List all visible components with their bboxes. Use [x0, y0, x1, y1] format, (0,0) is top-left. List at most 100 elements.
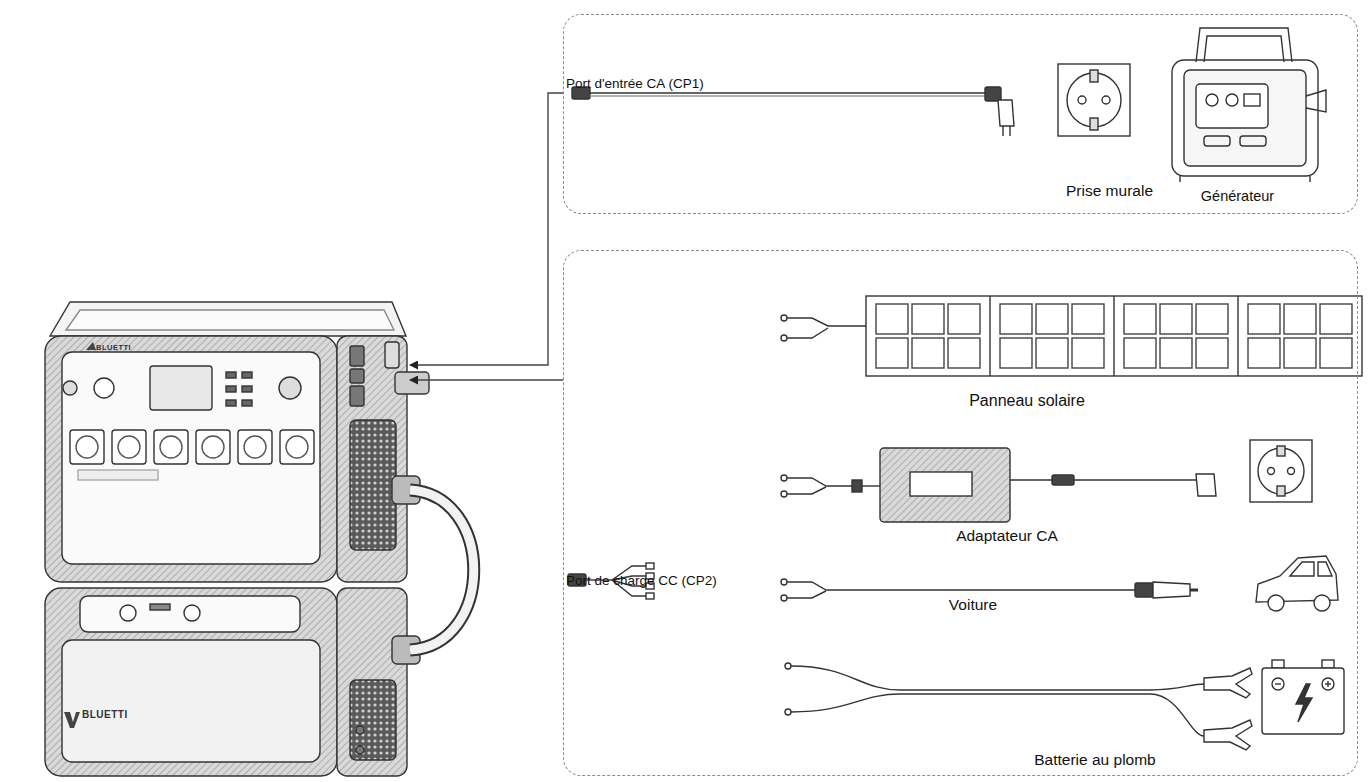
solar-panel-part	[989, 296, 990, 376]
connector-line	[410, 379, 563, 380]
generator-part	[1206, 94, 1218, 106]
generator-part	[1172, 60, 1318, 176]
power-station-part	[226, 372, 236, 378]
generator-part	[1240, 136, 1266, 146]
ac-adapter-part	[880, 448, 1010, 522]
lead-acid-battery-part	[1272, 678, 1284, 690]
wall-outlet	[1058, 64, 1130, 136]
battery-module-part	[392, 636, 420, 664]
lead-acid-battery	[1262, 660, 1344, 734]
ac-cable-part	[998, 100, 1014, 126]
car-part	[1268, 595, 1284, 611]
battery-clamps	[785, 663, 1252, 750]
node-label: Panneau solaire	[932, 392, 1122, 410]
power-station-part-part	[244, 436, 266, 458]
battery-module-part	[337, 588, 407, 776]
battery-module-part	[350, 680, 396, 760]
power-station-part	[350, 346, 364, 366]
lead-acid-battery-part	[1262, 668, 1344, 734]
solar-panel-part-part	[1000, 338, 1032, 368]
power-station-part	[350, 369, 364, 383]
wall-outlet-part	[1090, 70, 1098, 82]
ac-adapter	[781, 440, 1312, 522]
ac-adapter-part	[787, 478, 852, 486]
power-station-part	[94, 378, 114, 398]
solar-panel-part-part	[1284, 304, 1316, 334]
power-station-part-part	[286, 436, 308, 458]
cable-outline	[410, 490, 474, 650]
solar-panel	[781, 296, 1362, 376]
node-label: Port de charge CC (CP2)	[566, 573, 786, 589]
ac-cable-part	[985, 87, 1001, 101]
power-station-part-part	[154, 430, 188, 464]
car-cable-part	[787, 582, 1135, 590]
ac-adapter-part	[1268, 468, 1275, 475]
battery-module-part	[184, 605, 200, 621]
ac-adapter-part	[1277, 486, 1285, 496]
car-cable-part	[1135, 583, 1153, 597]
battery-clamps-part	[1204, 668, 1252, 698]
lead-acid-battery-part	[1327, 681, 1328, 687]
lead-acid-battery-part	[1296, 684, 1312, 722]
solar-panel-part	[1237, 296, 1238, 376]
generator-part	[1204, 36, 1284, 62]
generator-part	[1309, 176, 1310, 182]
power-station-part	[76, 436, 308, 458]
power-station-part-part	[76, 436, 98, 458]
cable-fill	[410, 490, 474, 650]
ac-adapter-part	[1196, 474, 1216, 496]
car-node: Voiture	[940, 548, 1340, 620]
solar-panel-part-part	[912, 338, 944, 368]
wall-outlet-part	[1090, 118, 1098, 130]
ac-adapter-node: Adaptateur CA	[875, 440, 1115, 548]
power-station-part	[78, 470, 158, 480]
solar-panel-part	[787, 318, 866, 326]
battery-module-part	[356, 726, 364, 734]
power-station	[45, 302, 429, 582]
car-part	[1290, 562, 1314, 576]
battery-clamps-part	[791, 694, 1204, 736]
generator-part	[1184, 70, 1306, 166]
solar-panel-part-part	[1000, 304, 1032, 334]
ac-adapter-part	[1074, 479, 1196, 480]
solar-panel-part-part	[1124, 338, 1156, 368]
dc-cable-part	[646, 593, 654, 599]
node-label: BLUETTI	[82, 709, 172, 721]
ac-cable-part	[590, 92, 985, 93]
ac-cable-part	[590, 95, 985, 96]
solar-panel-part-part	[948, 338, 980, 368]
wall-outlet-part	[1058, 64, 1130, 136]
link-cable	[410, 490, 474, 650]
ac-adapter-part	[910, 472, 972, 496]
wall-outlet-part	[1078, 96, 1086, 104]
power-station-part	[392, 476, 420, 504]
ac-adapter-part	[781, 475, 787, 481]
battery-module-node: BLUETTI	[40, 585, 410, 777]
node-label: Voiture	[940, 596, 1006, 614]
ac-cable-part	[1002, 126, 1003, 136]
battery-module-part	[356, 746, 364, 754]
node-label: Port d'entrée CA (CP1)	[566, 76, 786, 92]
power-station-part	[242, 400, 252, 406]
solar-panel-part	[876, 304, 1352, 368]
battery-clamps-part	[785, 663, 791, 669]
car-cable-part	[787, 591, 826, 598]
car-part	[1256, 556, 1338, 602]
solar-panel-part-part	[1036, 338, 1068, 368]
power-station-part	[350, 420, 396, 550]
car-part	[1314, 595, 1330, 611]
car-cable-part	[1153, 582, 1190, 598]
power-station-part	[45, 336, 337, 582]
node-label: Prise murale	[1052, 182, 1167, 200]
power-station-part	[226, 386, 236, 392]
power-station-part	[86, 342, 96, 350]
power-station-part	[242, 386, 252, 392]
solar-panel-part-part	[1072, 338, 1104, 368]
ac-cable	[572, 87, 1014, 136]
wall-outlet-part	[1102, 96, 1110, 104]
solar-panel-part-part	[1124, 304, 1156, 334]
power-station-part	[395, 372, 429, 394]
lead-acid-battery-part	[1322, 660, 1334, 668]
battery-clamps-part	[785, 709, 791, 715]
